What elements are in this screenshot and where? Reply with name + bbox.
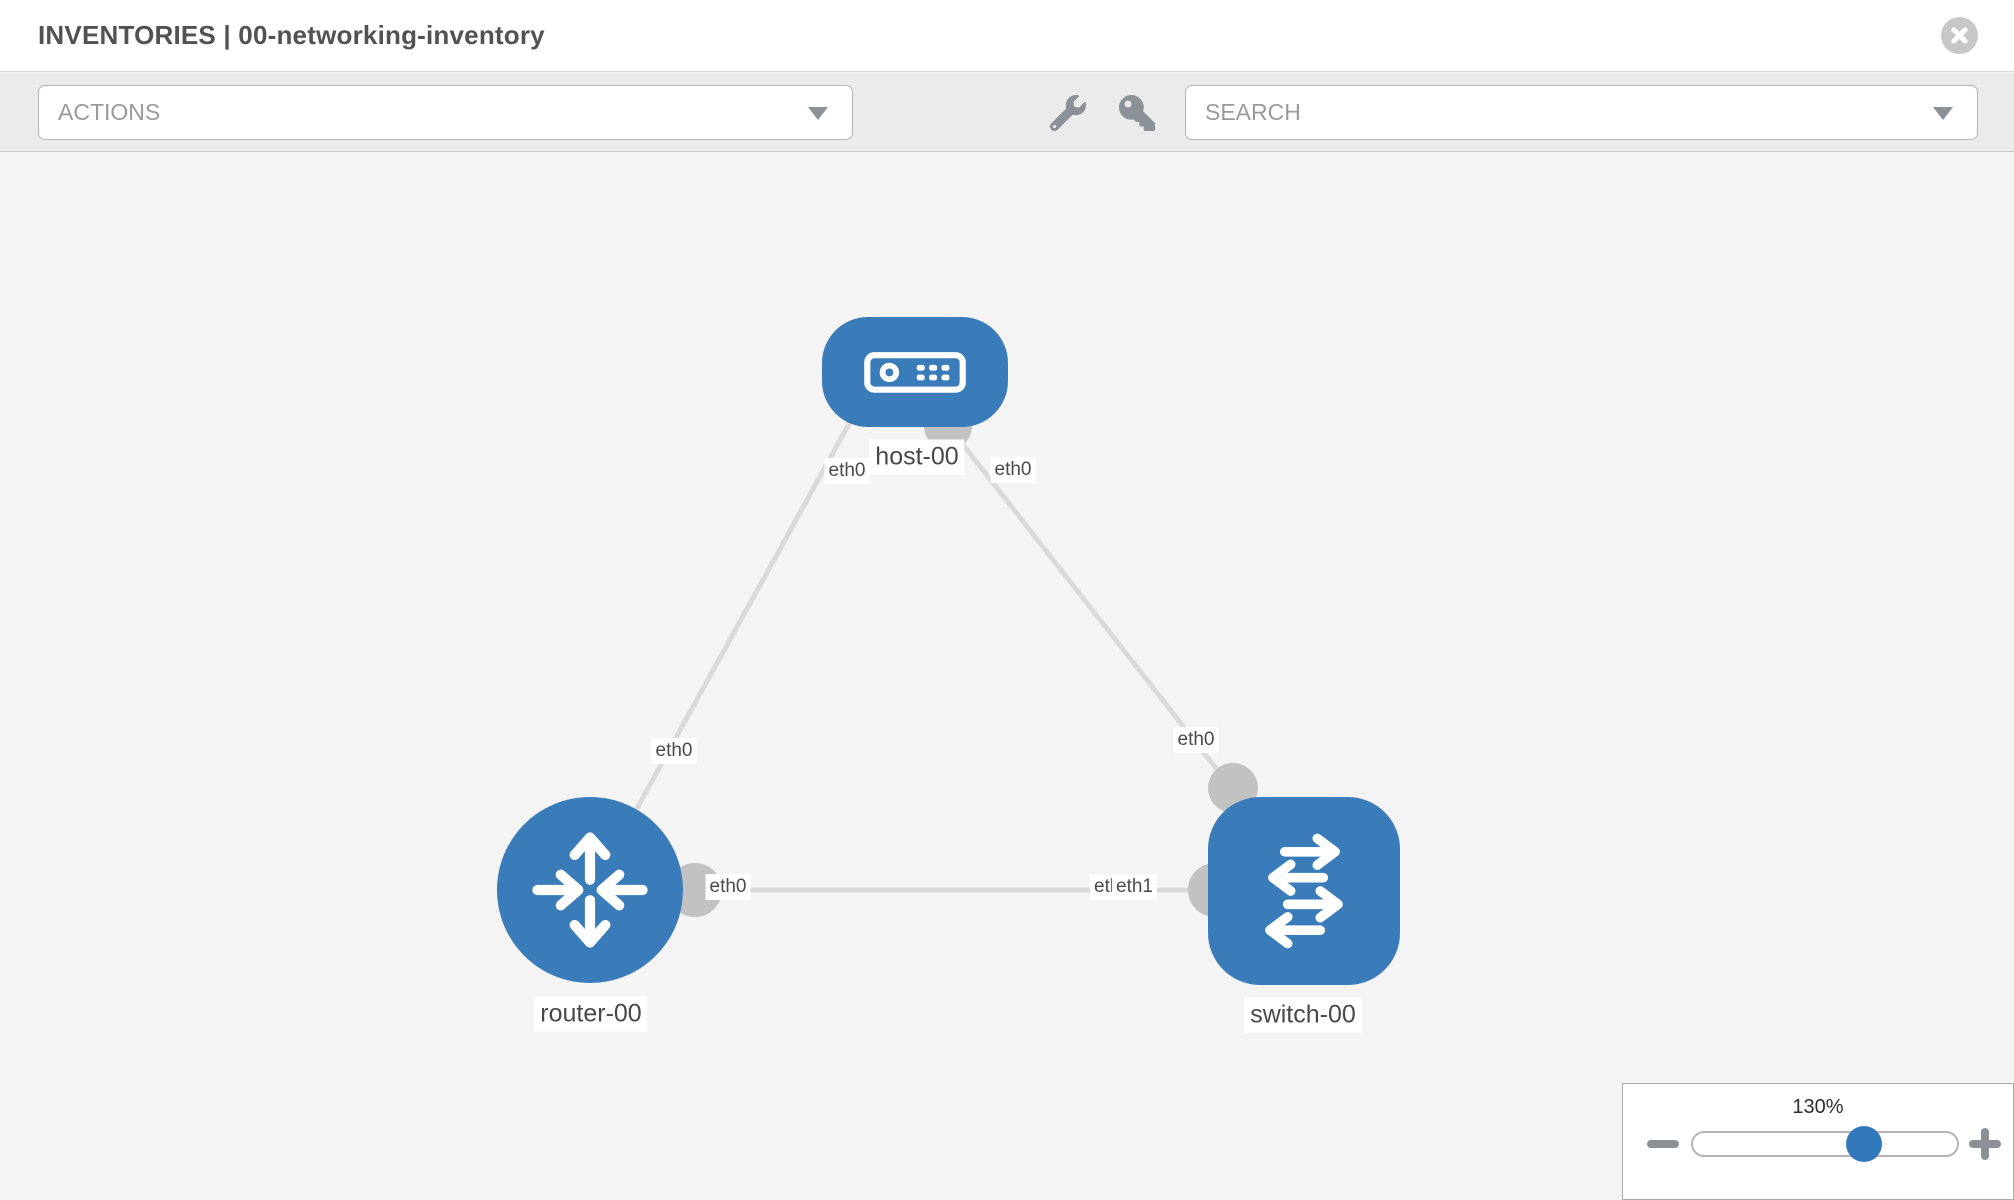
plus-icon bbox=[1981, 1128, 1989, 1160]
topology-canvas[interactable]: host-00 router-00 switch-00 eth0 eth0 et… bbox=[0, 152, 2014, 1200]
router-icon bbox=[532, 832, 648, 948]
toolbar: ACTIONS SEARCH bbox=[0, 73, 2014, 152]
zoom-slider-handle[interactable] bbox=[1846, 1126, 1882, 1162]
iface-label-host-right: eth0 bbox=[990, 457, 1036, 483]
zoom-slider-track[interactable] bbox=[1691, 1131, 1959, 1157]
node-label-host: host-00 bbox=[869, 439, 965, 475]
node-router-00[interactable] bbox=[497, 797, 683, 983]
search-dropdown[interactable]: SEARCH bbox=[1185, 85, 1978, 140]
links-layer bbox=[589, 402, 1258, 917]
node-label-switch: switch-00 bbox=[1244, 997, 1362, 1033]
page-title: INVENTORIES | 00-networking-inventory bbox=[38, 20, 545, 50]
zoom-level-value: 130% bbox=[1792, 1096, 1844, 1118]
iface-label-switch-west-front: eth1 bbox=[1112, 874, 1157, 900]
actions-dropdown-label: ACTIONS bbox=[58, 99, 161, 125]
header: INVENTORIES | 00-networking-inventory bbox=[0, 0, 2014, 72]
zoom-out-button[interactable] bbox=[1647, 1140, 1679, 1148]
switch-icon bbox=[1265, 833, 1343, 949]
node-host-00[interactable] bbox=[822, 317, 1008, 427]
search-dropdown-label: SEARCH bbox=[1205, 99, 1301, 125]
close-icon[interactable] bbox=[1941, 17, 1978, 54]
wrench-icon[interactable] bbox=[1049, 95, 1086, 132]
iface-label-router-east: eth0 bbox=[705, 874, 751, 900]
key-icon[interactable] bbox=[1119, 95, 1155, 131]
node-switch-00[interactable] bbox=[1208, 797, 1400, 985]
zoom-in-button[interactable] bbox=[1969, 1128, 2001, 1160]
host-icon bbox=[864, 352, 966, 393]
iface-label-router-uplink: eth0 bbox=[651, 738, 697, 764]
iface-label-host-left: eth0 bbox=[824, 458, 870, 484]
iface-label-switch-uplink: eth0 bbox=[1173, 727, 1219, 753]
zoom-panel: 130% bbox=[1622, 1083, 2014, 1200]
node-label-router: router-00 bbox=[534, 996, 648, 1032]
chevron-down-icon bbox=[1933, 107, 1953, 120]
actions-dropdown[interactable]: ACTIONS bbox=[38, 85, 853, 140]
chevron-down-icon bbox=[808, 107, 828, 120]
